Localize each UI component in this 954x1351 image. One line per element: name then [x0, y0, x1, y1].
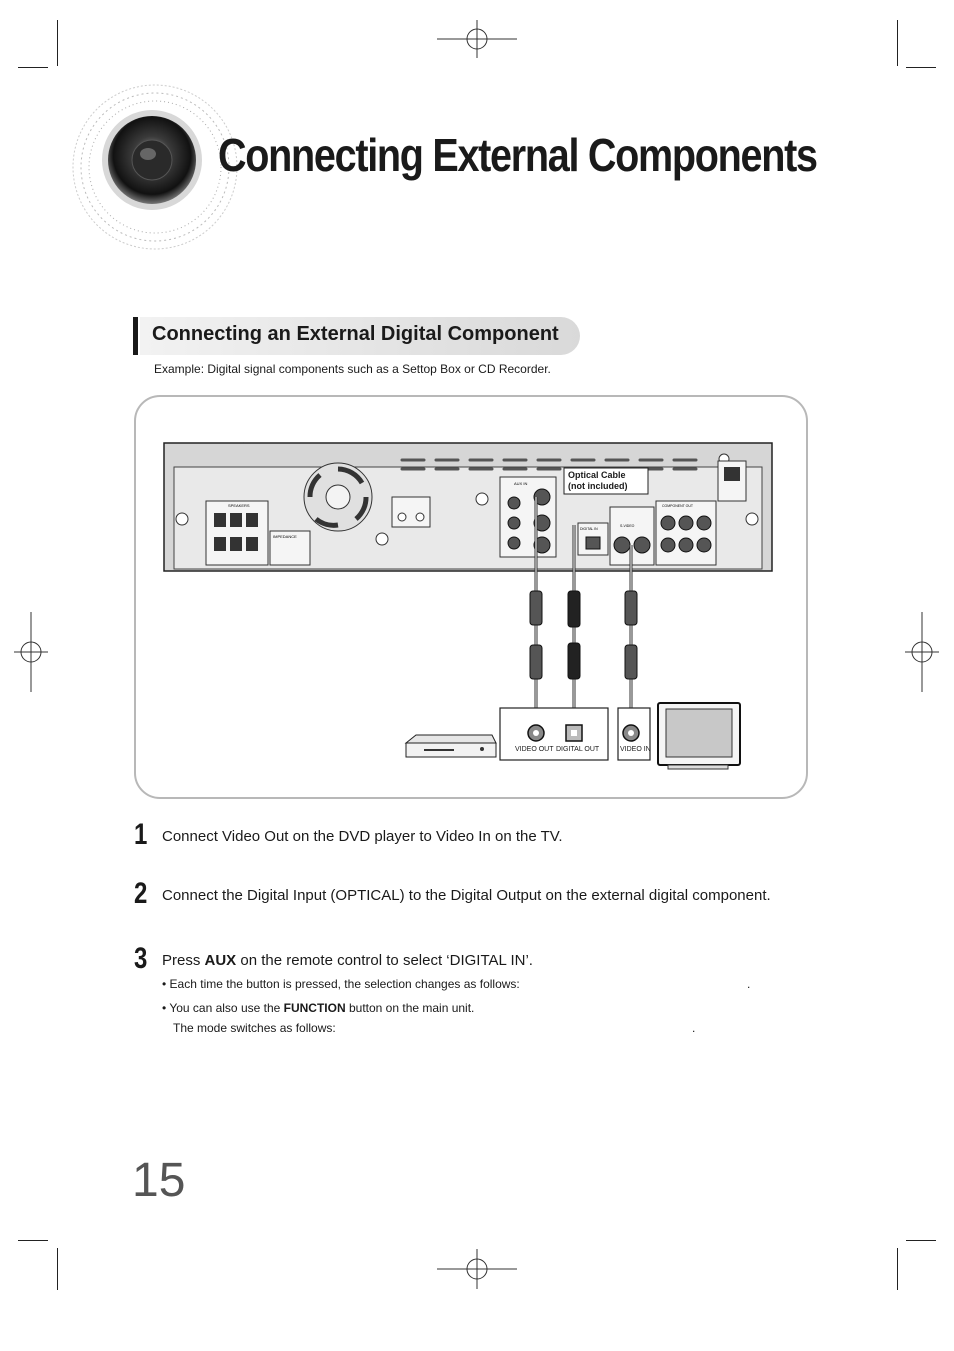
- video-cable-left: [529, 497, 543, 713]
- optical-cable-label: Optical Cable (not included): [568, 470, 628, 491]
- crop-mark: [906, 67, 936, 68]
- step-3-text: Press AUX on the remote control to selec…: [162, 952, 533, 969]
- page-number: 15: [132, 1154, 186, 1207]
- svg-text:SPEAKERS: SPEAKERS: [228, 503, 250, 508]
- step-number-3: 3: [134, 942, 148, 975]
- speaker-logo-icon: [72, 84, 238, 250]
- tv-icon: [657, 702, 741, 770]
- crop-mark: [18, 1240, 48, 1241]
- bullet-1-end: .: [747, 977, 751, 991]
- svg-text:IMPEDANCE: IMPEDANCE: [273, 534, 297, 539]
- optical-cable: [567, 525, 581, 713]
- registration-mark-left: [14, 612, 48, 692]
- bullet-2-line2: The mode switches as follows:: [173, 1021, 336, 1035]
- receiver-rear-panel: SPEAKERS IMPEDANCE AUX IN DIGITAL IN S-V…: [163, 442, 773, 572]
- section-heading-bar: [133, 317, 138, 355]
- bullet-2-end: .: [692, 1021, 696, 1035]
- external-digital-component: [404, 734, 497, 758]
- port-label-video-out: VIDEO OUT: [515, 746, 554, 753]
- step-1-text: Connect Video Out on the DVD player to V…: [162, 828, 563, 845]
- section-heading-background: [140, 317, 580, 355]
- registration-mark-right: [905, 612, 939, 692]
- svg-text:S-VIDEO: S-VIDEO: [620, 524, 635, 528]
- svg-text:COMPONENT OUT: COMPONENT OUT: [662, 504, 694, 508]
- page-title: Connecting External Components: [218, 129, 818, 181]
- bullet-1: • Each time the button is pressed, the s…: [162, 977, 520, 991]
- crop-mark: [57, 1248, 58, 1290]
- bullet-2: • You can also use the FUNCTION button o…: [162, 1001, 475, 1015]
- crop-mark: [18, 67, 48, 68]
- svg-text:DIGITAL IN: DIGITAL IN: [580, 527, 598, 531]
- crop-mark: [906, 1240, 936, 1241]
- port-label-digital-out: DIGITAL OUT: [556, 746, 600, 753]
- svg-text:AUX IN: AUX IN: [514, 481, 527, 486]
- section-heading: Connecting an External Digital Component: [152, 323, 559, 345]
- step-number-1: 1: [134, 818, 148, 851]
- connection-diagram: SPEAKERS IMPEDANCE AUX IN DIGITAL IN S-V…: [163, 442, 773, 770]
- step-number-2: 2: [134, 877, 148, 910]
- crop-mark: [897, 20, 898, 66]
- port-label-video-in: VIDEO IN: [620, 746, 651, 753]
- function-key-label: FUNCTION: [283, 1001, 346, 1015]
- aux-key-label: AUX: [204, 952, 237, 969]
- crop-mark: [897, 1248, 898, 1290]
- crop-mark: [57, 20, 58, 66]
- video-cable-right: [624, 545, 638, 713]
- registration-mark-top: [437, 20, 517, 58]
- registration-mark-bottom: [437, 1249, 517, 1289]
- step-2-text: Connect the Digital Input (OPTICAL) to t…: [162, 887, 771, 904]
- example-text: Example: Digital signal components such …: [154, 362, 551, 376]
